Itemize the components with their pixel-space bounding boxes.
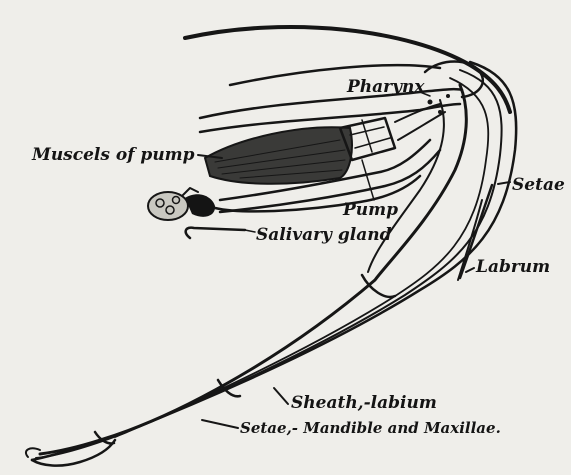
label-pump: Pump bbox=[342, 200, 398, 220]
bend-dot bbox=[446, 94, 450, 98]
leader-setae-bottom bbox=[202, 420, 238, 428]
label-setae-top: Setae bbox=[512, 175, 565, 195]
muscles-of-pump bbox=[205, 127, 352, 183]
tip-hook bbox=[26, 448, 40, 457]
label-muscles-of-pump: Muscels of pump bbox=[31, 145, 195, 165]
pump-connector bbox=[398, 112, 445, 140]
label-setae-mandible-maxillae: Setae,- Mandible and Maxillae. bbox=[240, 419, 501, 437]
leader-salivary bbox=[245, 230, 255, 232]
bend-dot bbox=[438, 110, 442, 114]
leader-pump bbox=[362, 160, 374, 200]
leader-labrum bbox=[466, 268, 474, 272]
label-labrum: Labrum bbox=[475, 257, 550, 277]
salivary-duct-hook bbox=[186, 228, 245, 238]
label-salivary-gland: Salivary gland bbox=[256, 225, 392, 245]
label-sheath-labium: Sheath,-labium bbox=[291, 393, 437, 413]
bend-dot bbox=[428, 100, 433, 105]
label-pharynx: Pharynx bbox=[346, 77, 425, 97]
leader-sheath bbox=[274, 388, 288, 404]
salivary-gland bbox=[148, 188, 215, 220]
